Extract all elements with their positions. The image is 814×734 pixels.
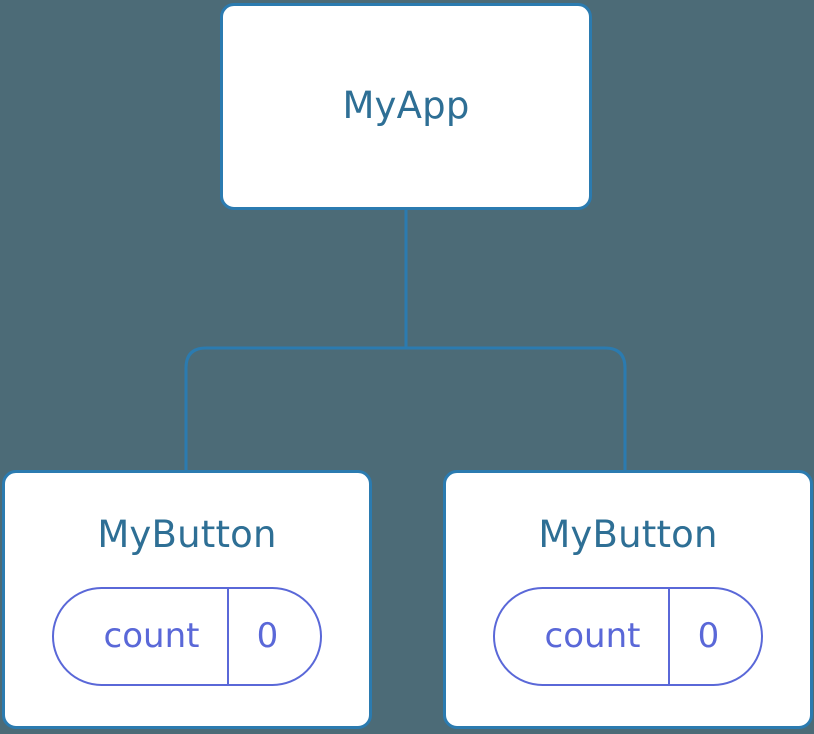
state-value-cell: 0	[670, 589, 761, 684]
state-key-label: count	[103, 616, 200, 657]
state-pill[interactable]: count 0	[493, 586, 763, 686]
state-value-label: 0	[697, 616, 720, 657]
edge-to-child-left	[184, 346, 406, 470]
component-node-root[interactable]: MyApp	[220, 3, 592, 210]
state-key-cell: count	[54, 588, 229, 684]
state-value-cell: 0	[229, 589, 320, 684]
component-node-child-right[interactable]: MyButton count 0	[443, 470, 813, 729]
component-node-title: MyButton	[97, 513, 277, 556]
component-node-title: MyApp	[342, 84, 470, 128]
component-node-child-left[interactable]: MyButton count 0	[2, 470, 372, 729]
state-value-label: 0	[256, 616, 279, 657]
state-pill[interactable]: count 0	[52, 586, 322, 686]
edge-to-child-right	[406, 346, 627, 470]
state-key-label: count	[544, 616, 641, 657]
state-key-cell: count	[495, 588, 670, 684]
component-node-title: MyButton	[538, 513, 718, 556]
